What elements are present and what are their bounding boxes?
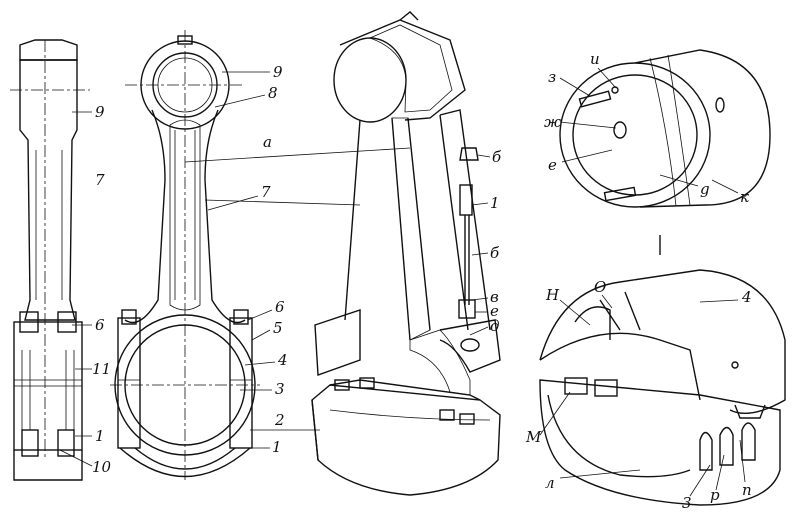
label-front-5: 5	[273, 319, 283, 337]
label-front-9: 9	[273, 63, 283, 81]
label-side-6: 6	[95, 316, 105, 334]
label-shell-3: 3	[682, 494, 692, 512]
label-bushing-zh: ж	[544, 113, 561, 131]
label-shell-l: л	[545, 474, 555, 492]
label-shell-4: 4	[741, 288, 752, 306]
rod-section-view	[311, 11, 501, 496]
labels-front-view: 9 8 а 7 6 5 4 3 2 1	[261, 63, 288, 456]
label-section-1: 1	[490, 194, 500, 212]
label-shell-p: п	[742, 481, 752, 499]
labels-section-view: б 1 б в е д	[490, 148, 502, 335]
label-side-1: 1	[95, 427, 105, 445]
label-section-e: е	[490, 302, 499, 320]
label-section-b: б	[490, 244, 500, 262]
labels-bearing-shells: Н О 4 М л 3 р п	[525, 278, 752, 512]
leader-lines	[59, 67, 746, 497]
label-bushing-i: и	[590, 50, 600, 68]
label-front-6: 6	[275, 298, 285, 316]
label-front-8: 8	[268, 84, 278, 102]
label-section-d: д	[490, 317, 500, 335]
label-side-9: 9	[95, 103, 105, 121]
label-bushing-z: з	[548, 68, 556, 86]
label-front-1: 1	[272, 438, 282, 456]
label-front-7: 7	[261, 183, 271, 201]
piston-pin-bushing	[559, 49, 771, 208]
label-front-3: 3	[275, 380, 285, 398]
label-section-v: в	[490, 288, 499, 306]
label-front-2: 2	[274, 411, 285, 429]
label-shell-M: М	[525, 428, 542, 446]
label-shell-N: Н	[545, 286, 560, 304]
label-shell-r: р	[710, 486, 720, 504]
label-side-7: 7	[95, 171, 105, 189]
rod-front-view	[110, 30, 260, 480]
label-shell-O: О	[594, 278, 606, 296]
label-side-10: 10	[92, 458, 112, 476]
label-bushing-k: к	[740, 188, 749, 206]
rod-side-view	[10, 39, 90, 481]
big-end-bearing-shells	[539, 269, 786, 506]
label-section-b-top: б	[492, 148, 502, 166]
label-side-11: 11	[92, 360, 111, 378]
label-bushing-g: g	[700, 180, 710, 198]
labels-bushing: и з ж е g к	[544, 50, 749, 206]
label-bushing-e: е	[548, 156, 557, 174]
labels-side-view: 9 7 6 11 1 10	[92, 103, 112, 476]
label-front-a: а	[263, 133, 272, 151]
label-front-4: 4	[277, 351, 288, 369]
